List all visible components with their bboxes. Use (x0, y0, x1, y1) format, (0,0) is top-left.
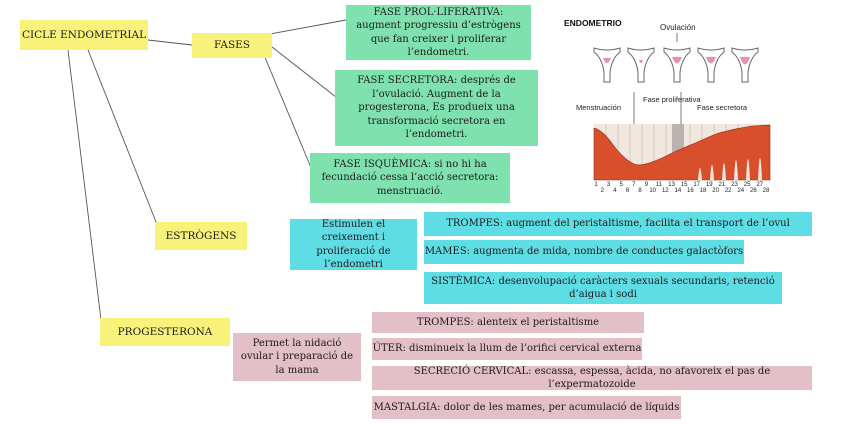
fase-secretora-text: FASE SECRETORA: després de l’ovulació. A… (357, 75, 516, 141)
connector-root-estrogens (87, 49, 161, 233)
uterus-icon (593, 47, 621, 83)
day-tick-label: 17 (693, 182, 700, 188)
progesterona-uter-text: ÚTER: disminueix la llum de l’orifici ce… (372, 343, 642, 355)
estrogens-sistemica-box: SISTÈMICA: desenvolupació caràcters sexu… (424, 272, 782, 304)
progesterona-uter-box: ÚTER: disminueix la llum de l’orifici ce… (372, 338, 642, 360)
endometrio-figure: ENDOMETRIO Ovulación Menstruación Fase p… (564, 18, 771, 194)
day-tick-label: 1 (594, 182, 598, 188)
fase-secretora-box: FASE SECRETORA: després de l’ovulació. A… (335, 70, 538, 146)
estrogens-trompes-box: TROMPES: augment del peristaltisme, faci… (424, 212, 812, 236)
uterus-icon (731, 47, 759, 83)
estrogens-summary-text: Estimulen el creixement i proliferació d… (316, 218, 391, 271)
fases-node: FASES (192, 33, 272, 58)
uterus-icons (593, 47, 759, 83)
phase-label-secretora: Fase secretora (697, 103, 748, 112)
day-tick-label: 21 (719, 182, 726, 188)
day-tick-label: 2 (601, 188, 605, 194)
fase-isquemica-text: FASE ISQUÈMICA: si no hi ha fecundació c… (321, 158, 499, 197)
day-tick-label: 18 (700, 188, 707, 194)
day-tick-label: 25 (744, 182, 751, 188)
estrogens-mames-box: MAMES: augmenta de mida, nombre de condu… (424, 240, 744, 264)
progesterona-label: PROGESTERONA (117, 325, 213, 338)
connector-fases-isquemica (263, 54, 313, 171)
progesterona-secrecio-text: SECRECIÓ CERVICAL: escassa, espessa, àci… (413, 365, 771, 391)
connector-root-fases (147, 39, 193, 46)
figure-ovulation-label: Ovulación (660, 23, 696, 32)
day-tick-label: 19 (706, 182, 713, 188)
progesterona-mastalgia-text: MASTALGIA: dolor de les mames, per acumu… (373, 401, 680, 413)
endometrium-diagram (593, 124, 771, 181)
day-tick-label: 26 (750, 188, 757, 194)
day-tick-label: 15 (681, 182, 688, 188)
day-tick-label: 20 (712, 188, 719, 194)
root-label: CICLE ENDOMETRIAL (21, 28, 147, 41)
phase-label-proliferativa: Fase proliferativa (643, 95, 701, 104)
estrogens-trompes-text: TROMPES: augment del peristaltisme, faci… (446, 218, 790, 230)
uterus-icon (697, 47, 725, 83)
progesterona-trompes-box: TROMPES: alenteix el peristaltisme (372, 312, 644, 333)
estrogens-mames-text: MAMES: augmenta de mida, nombre de condu… (424, 246, 744, 258)
day-tick-label: 7 (632, 182, 636, 188)
day-tick-label: 9 (645, 182, 649, 188)
estrogens-summary-box: Estimulen el creixement i proliferació d… (290, 219, 417, 270)
day-tick-label: 10 (649, 188, 656, 194)
day-tick-label: 5 (620, 182, 624, 188)
day-tick-label: 24 (737, 188, 744, 194)
fase-proliferativa-box: FASE PROL·LIFERATIVA: augment progressiu… (346, 5, 531, 60)
day-tick-label: 16 (687, 188, 694, 194)
day-tick-label: 27 (756, 182, 763, 188)
day-tick-label: 11 (656, 182, 663, 188)
day-tick-label: 6 (626, 188, 630, 194)
progesterona-node: PROGESTERONA (100, 318, 230, 346)
day-tick-label: 13 (668, 182, 675, 188)
estrogens-sistemica-text: SISTÈMICA: desenvolupació caràcters sexu… (431, 275, 775, 301)
day-tick-label: 14 (675, 188, 682, 194)
progesterona-summary-text: Permet la nidació ovular i preparació de… (240, 337, 354, 376)
day-tick-label: 8 (638, 188, 642, 194)
day-tick-label: 12 (662, 188, 669, 194)
day-ticks: 1234567891011121314151617181920212223242… (594, 182, 770, 194)
progesterona-summary-box: Permet la nidació ovular i preparació de… (233, 333, 361, 381)
phase-label-menstruacion: Menstruación (576, 103, 621, 112)
day-tick-label: 4 (613, 188, 617, 194)
fase-isquemica-box: FASE ISQUÈMICA: si no hi ha fecundació c… (310, 153, 510, 203)
day-tick-label: 28 (763, 188, 770, 194)
uterus-icon (627, 47, 655, 83)
endometrium-tissue (593, 124, 771, 181)
estrogens-node: ESTRÒGENS (155, 222, 247, 250)
fase-proliferativa-text: FASE PROL·LIFERATIVA: augment progressiu… (356, 6, 521, 59)
estrogens-label: ESTRÒGENS (165, 229, 237, 242)
figure-title: ENDOMETRIO (564, 18, 622, 28)
day-tick-label: 23 (731, 182, 738, 188)
progesterona-mastalgia-box: MASTALGIA: dolor de les mames, per acumu… (372, 396, 681, 419)
connector-root-progesterona (67, 49, 103, 329)
progesterona-secrecio-box: SECRECIÓ CERVICAL: escassa, espessa, àci… (372, 366, 812, 390)
day-tick-label: 22 (725, 188, 732, 194)
root-node: CICLE ENDOMETRIAL (20, 20, 148, 50)
uterus-icon (663, 47, 691, 83)
day-tick-label: 3 (607, 182, 611, 188)
fases-label: FASES (213, 39, 250, 52)
progesterona-trompes-text: TROMPES: alenteix el peristaltisme (416, 316, 600, 328)
